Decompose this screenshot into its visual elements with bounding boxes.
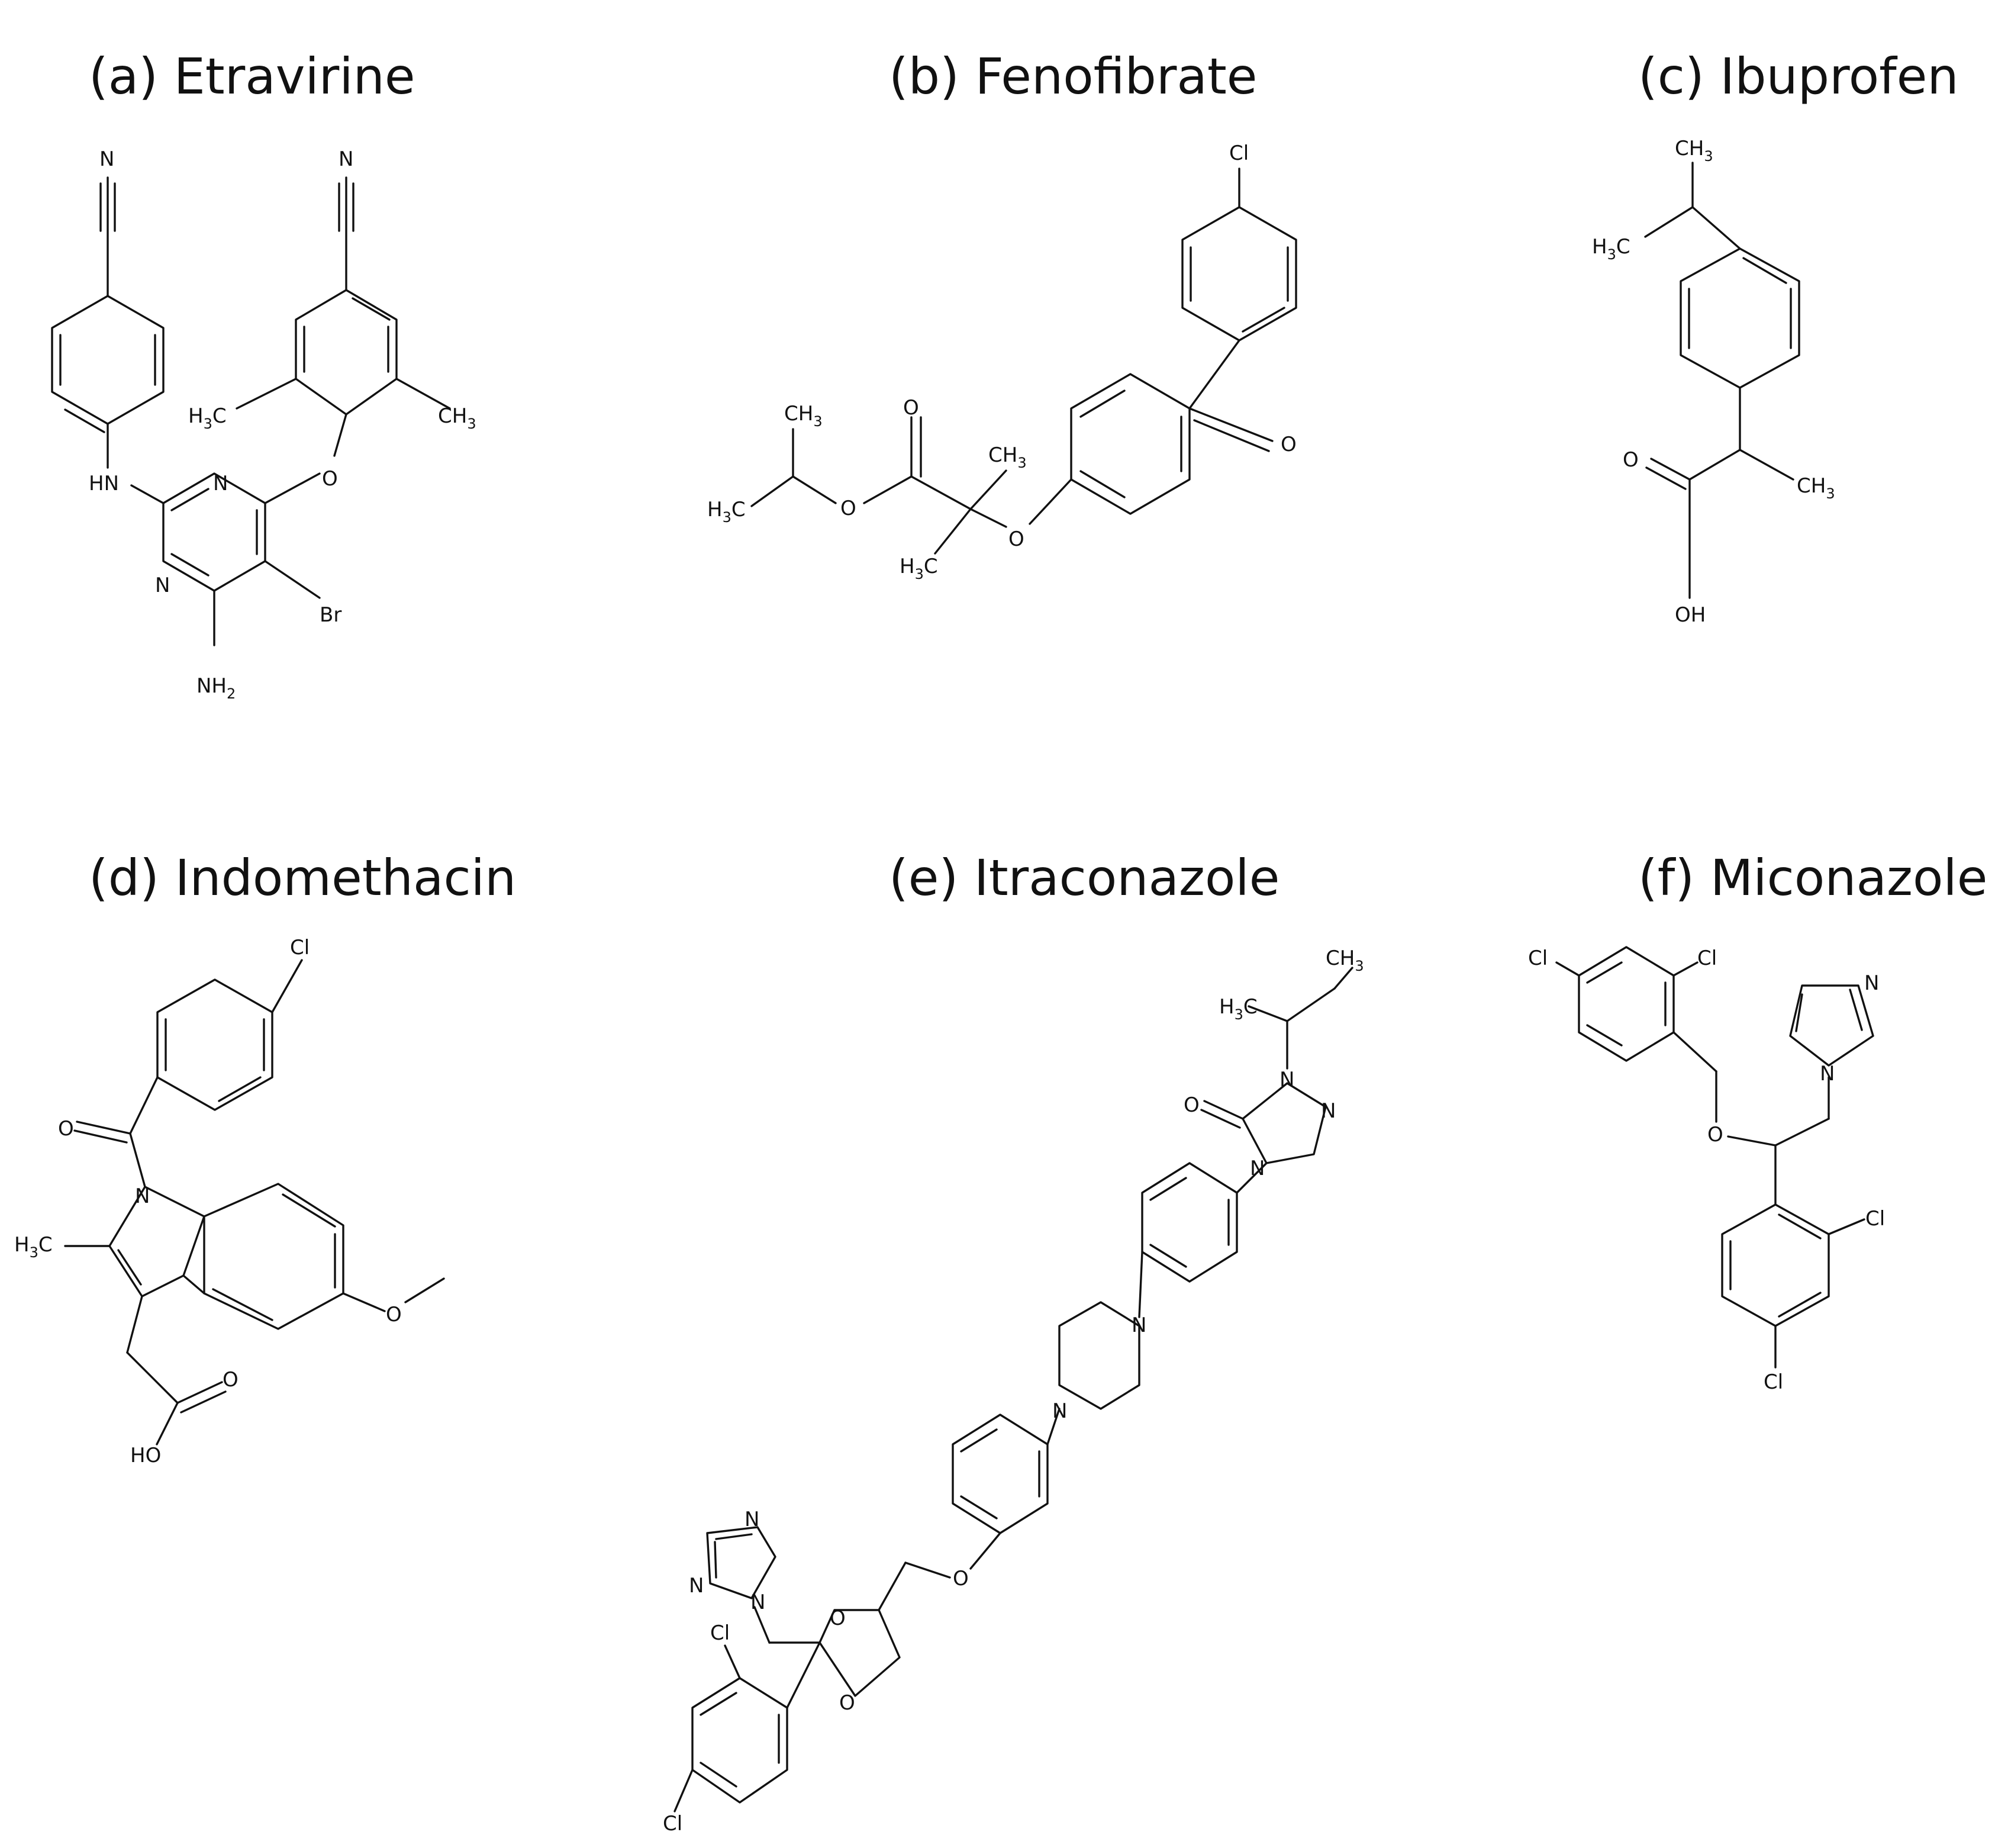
atom-label: O [58, 1117, 74, 1141]
panel-d-title: (d) Indomethacin [89, 849, 516, 907]
atom-label: N [750, 1591, 765, 1614]
atom-label: O [386, 1303, 402, 1327]
atom-label: NH2 [196, 674, 236, 702]
panel-c-ibuprofen: (c) Ibuprofen CH3 H3C O CH3 OH [1592, 47, 1959, 627]
atom-label: H3C [900, 555, 938, 582]
panel-e-title: (e) Itraconazole [889, 849, 1279, 907]
atom-label: CH3 [988, 443, 1027, 471]
atom-label: HO [130, 1444, 161, 1467]
atom-label: CH3 [1797, 474, 1835, 502]
atom-label: O [953, 1567, 969, 1591]
atom-label: Cl [1764, 1370, 1783, 1394]
atom-label: Cl [1229, 141, 1249, 165]
atom-label: O [840, 497, 856, 520]
atom-label: Cl [710, 1621, 730, 1645]
atom-label: H3C [14, 1233, 53, 1261]
atom-label: O [903, 396, 919, 420]
panel-b-title: (b) Fenofibrate [889, 47, 1257, 105]
panel-a-etravirine: (a) Etravirine [51, 47, 476, 702]
atom-label: O [1184, 1093, 1200, 1117]
atom-label: H3C [707, 498, 746, 526]
atom-label: H3C [1219, 995, 1258, 1023]
atom-label: N [1250, 1157, 1265, 1180]
atom-label: N [689, 1574, 704, 1598]
atom-label: N [339, 147, 353, 171]
atom-label: CH3 [1326, 946, 1364, 974]
atom-label: O [1281, 433, 1297, 456]
atom-label: H3C [188, 404, 227, 432]
atom-label: Cl [1697, 946, 1717, 970]
etravirine-structure: N N HN N N O Br NH2 H3C CH3 [51, 147, 476, 702]
atom-label: H3C [1592, 235, 1630, 263]
panel-e-itraconazole: (e) Itraconazole [663, 849, 1364, 1836]
atom-label: N [1279, 1068, 1294, 1092]
atom-label: Cl [1528, 946, 1548, 970]
atom-label: N [135, 1184, 150, 1208]
atom-label: N [99, 147, 114, 171]
atom-label: N [1321, 1099, 1336, 1123]
atom-label: O [223, 1368, 239, 1392]
fenofibrate-structure: Cl O O O O CH3 H3C CH3 H3C [707, 141, 1297, 582]
atom-label: N [1820, 1062, 1835, 1086]
atom-label: CH3 [1675, 137, 1713, 165]
panel-d-indomethacin: (d) Indomethacin [14, 849, 516, 1467]
atom-label: O [1008, 527, 1024, 551]
atom-label: HN [89, 472, 119, 495]
indomethacin-structure: Cl O N H3C O O HO [14, 936, 445, 1467]
atom-label: O [839, 1691, 855, 1715]
atom-label: CH3 [784, 402, 823, 430]
atom-label: O [1623, 448, 1639, 472]
panel-a-title: (a) Etravirine [89, 47, 415, 105]
atom-label: CH3 [438, 404, 476, 432]
atom-label: N [1052, 1399, 1067, 1423]
atom-label: Br [320, 603, 341, 627]
panel-f-miconazole: (f) Miconazole [1528, 849, 1987, 1394]
panel-c-title: (c) Ibuprofen [1638, 47, 1959, 105]
atom-label: O [322, 467, 338, 491]
atom-label: Cl [1865, 1207, 1885, 1231]
atom-label: N [1864, 971, 1879, 995]
atom-label: Cl [290, 936, 310, 960]
panel-b-fenofibrate: (b) Fenofibrate [707, 47, 1297, 582]
atom-label: N [155, 574, 170, 597]
miconazole-structure: Cl Cl O N N Cl Cl [1528, 946, 1885, 1394]
atom-label: OH [1675, 603, 1706, 627]
panel-f-title: (f) Miconazole [1638, 849, 1987, 907]
itraconazole-structure: CH3 H3C N N O N N N O O O N N N Cl Cl [663, 946, 1364, 1836]
ibuprofen-structure: CH3 H3C O CH3 OH [1592, 137, 1835, 627]
atom-label: N [745, 1508, 759, 1531]
atom-label: Cl [663, 1812, 682, 1836]
atom-label: O [1707, 1123, 1723, 1147]
atom-label: O [830, 1606, 846, 1630]
atom-label: N [1132, 1313, 1146, 1337]
atom-label: N [213, 472, 228, 495]
